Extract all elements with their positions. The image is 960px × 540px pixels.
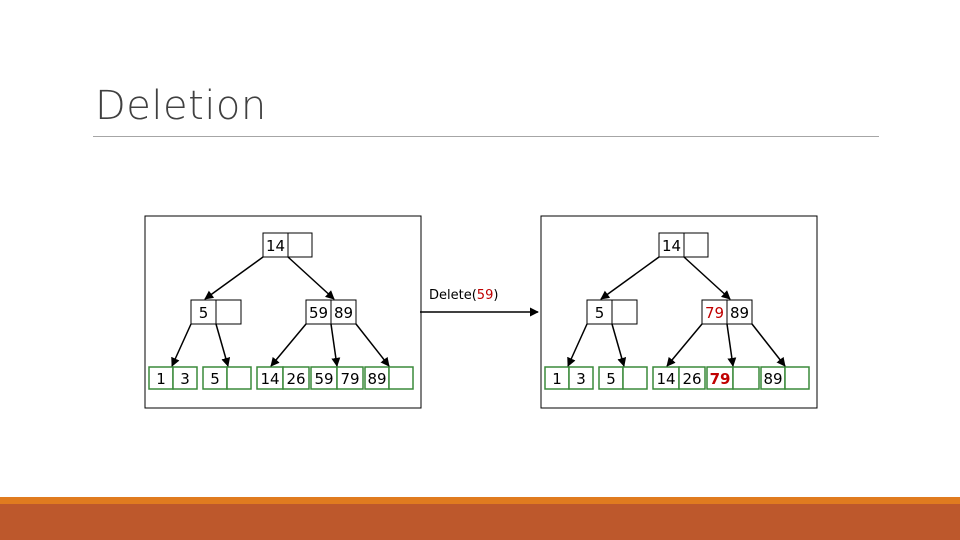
before-leaf-4-key-1: 59 bbox=[314, 370, 333, 388]
before-leaf-1-key-2: 3 bbox=[180, 370, 190, 388]
slide-title: Deletion bbox=[95, 83, 267, 129]
before-internal-right-key-1: 59 bbox=[309, 304, 328, 322]
after-leaf-4-key-1: 79 bbox=[710, 370, 731, 388]
before-internal-left-node: 5 bbox=[190, 299, 242, 325]
after-leaf-3-key-1: 14 bbox=[656, 370, 675, 388]
after-root-key: 14 bbox=[662, 237, 681, 255]
after-leaf-5-key-1: 89 bbox=[763, 370, 782, 388]
before-internal-right-node: 59 89 bbox=[305, 299, 357, 325]
deleted-key: 59 bbox=[477, 288, 494, 303]
before-tree-edges bbox=[171, 256, 390, 367]
after-root-node: 14 bbox=[658, 232, 709, 258]
before-leaf-nodes bbox=[148, 366, 414, 390]
after-internal-right-key-1: 79 bbox=[705, 304, 724, 322]
before-leaf-3-key-1: 14 bbox=[260, 370, 279, 388]
after-tree-edges bbox=[567, 256, 786, 367]
delete-operation-label: Delete(59) bbox=[429, 288, 498, 303]
delete-operation: Delete(59) bbox=[420, 288, 539, 317]
after-tree: 14 5 79 89 1 3 bbox=[540, 215, 818, 409]
footer-accent-stripe bbox=[0, 497, 960, 504]
before-leaf-1-key-1: 1 bbox=[156, 370, 166, 388]
before-leaf-2-key-1: 5 bbox=[210, 370, 220, 388]
after-tree-frame bbox=[540, 215, 818, 409]
before-tree: 14 5 59 89 1 3 bbox=[144, 215, 422, 409]
after-internal-left-node: 5 bbox=[586, 299, 638, 325]
before-root-key: 14 bbox=[266, 237, 285, 255]
before-root-node: 14 bbox=[262, 232, 313, 258]
before-leaf-4-key-2: 79 bbox=[340, 370, 359, 388]
before-leaf-5-key-1: 89 bbox=[367, 370, 386, 388]
after-internal-right-node: 79 89 bbox=[701, 299, 753, 325]
title-divider bbox=[93, 136, 879, 137]
after-internal-left-key: 5 bbox=[595, 304, 605, 322]
after-internal-right-key-2: 89 bbox=[730, 304, 749, 322]
after-leaf-2-key-1: 5 bbox=[606, 370, 616, 388]
after-leaf-1-key-2: 3 bbox=[576, 370, 586, 388]
after-leaf-3-key-2: 26 bbox=[682, 370, 701, 388]
footer-band bbox=[0, 504, 960, 540]
after-leaf-1-key-1: 1 bbox=[552, 370, 562, 388]
after-leaf-nodes bbox=[544, 366, 810, 390]
before-internal-right-key-2: 89 bbox=[334, 304, 353, 322]
before-internal-left-key: 5 bbox=[199, 304, 209, 322]
before-leaf-3-key-2: 26 bbox=[286, 370, 305, 388]
